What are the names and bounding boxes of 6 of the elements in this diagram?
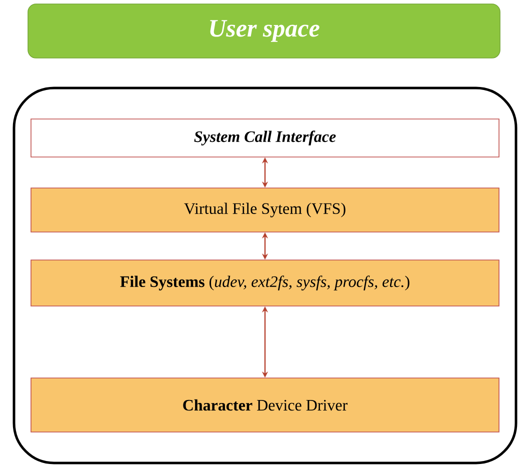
layer-box: System Call Interface [30,118,500,158]
title-banner: User space [28,4,500,58]
layer-box: Character Device Driver [30,378,500,432]
layer-box: Virtual File Sytem (VFS) [30,188,500,232]
kernel-frame [12,86,518,464]
layer-box: File Systems (udev, ext2fs, sysfs, procfs, etc.) [30,260,500,306]
